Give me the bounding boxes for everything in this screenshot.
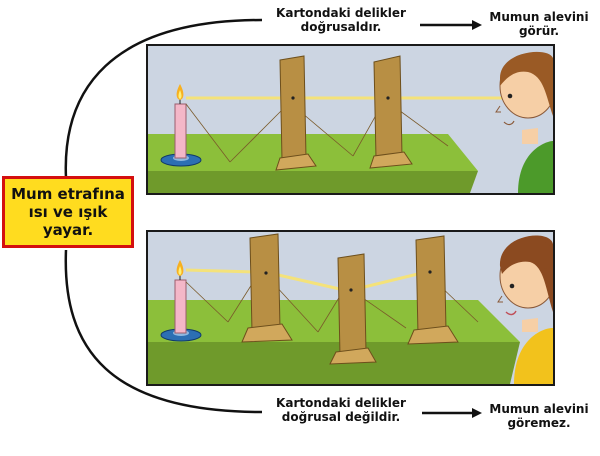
top-cause-line1: Kartondaki delikler bbox=[276, 6, 406, 20]
bottom-cause-line2: doğrusal değildir. bbox=[281, 410, 401, 424]
candle-fact-line2: ısı ve ışık bbox=[28, 203, 108, 221]
candle-fact-line1: Mum etrafına bbox=[11, 185, 125, 203]
top-result-line1: Mumun alevini bbox=[489, 10, 589, 24]
girl-observer bbox=[497, 235, 553, 384]
cardboard-3 bbox=[407, 235, 459, 345]
upper-brace-line bbox=[64, 18, 263, 179]
top-cause-label: Kartondaki delikler doğrusaldır. bbox=[262, 6, 420, 34]
cardboard-1 bbox=[275, 55, 317, 171]
candle bbox=[174, 103, 187, 159]
cardboard-2 bbox=[329, 253, 377, 365]
cardboard-2 bbox=[369, 55, 413, 169]
light-ray bbox=[185, 268, 427, 292]
bottom-cause-line1: Kartondaki delikler bbox=[276, 396, 406, 410]
non-straight-holes-illustration bbox=[146, 230, 555, 386]
lower-brace-line bbox=[64, 249, 263, 414]
bottom-cause-label: Kartondaki delikler doğrusal değildir. bbox=[256, 396, 426, 424]
bottom-result-arrow bbox=[422, 408, 482, 418]
top-result-line2: görür. bbox=[518, 24, 560, 38]
candle-fact-line3: yayar. bbox=[42, 221, 94, 239]
candle-fact-box: Mum etrafına ısı ve ışık yayar. bbox=[2, 176, 134, 248]
boy-observer bbox=[495, 51, 553, 193]
straight-holes-illustration bbox=[146, 44, 555, 195]
top-result-arrow bbox=[420, 20, 482, 30]
top-cause-line2: doğrusaldır. bbox=[300, 20, 382, 34]
bottom-result-label: Mumun alevini göremez. bbox=[486, 402, 592, 430]
bottom-result-line2: göremez. bbox=[507, 416, 571, 430]
cardboard-1 bbox=[241, 233, 293, 343]
candle bbox=[174, 279, 187, 334]
top-result-label: Mumun alevini görür. bbox=[486, 10, 592, 38]
bottom-result-line1: Mumun alevini bbox=[489, 402, 589, 416]
